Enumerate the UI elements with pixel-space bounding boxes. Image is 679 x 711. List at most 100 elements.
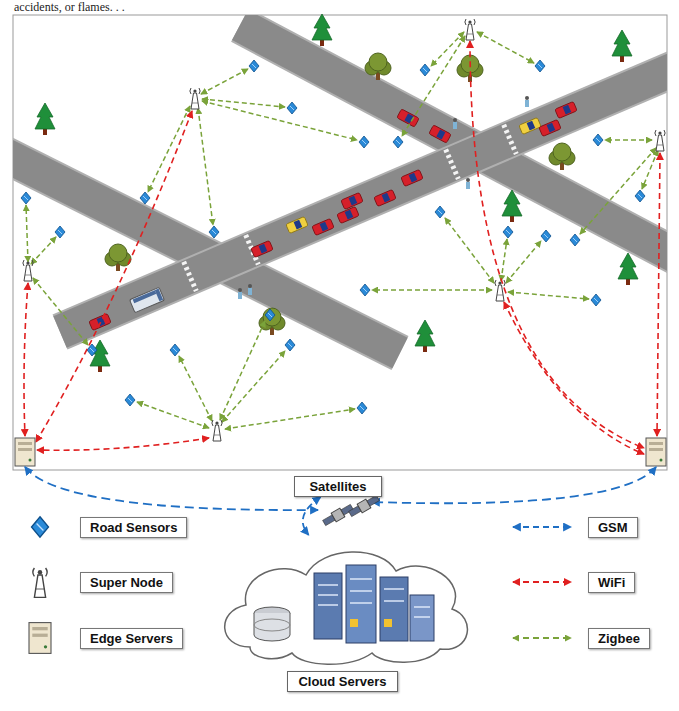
road-sensors-part — [359, 136, 369, 148]
vehicles-part — [374, 189, 396, 206]
roads — [13, 25, 667, 353]
legend-text: WiFi — [588, 572, 635, 593]
zigbee-links-part — [445, 218, 494, 283]
zigbee-links-part — [202, 99, 285, 107]
vehicles-part — [539, 119, 561, 136]
cloud-servers-part-part — [346, 565, 376, 643]
cloud-servers-part-part — [410, 595, 434, 641]
cloud-servers-part-part — [380, 577, 408, 641]
super-nodes-part — [655, 130, 665, 151]
zigbee-links-part — [580, 148, 656, 234]
zigbee-links-part — [605, 139, 652, 141]
zigbee-links-part — [508, 292, 589, 299]
trees-part — [365, 53, 391, 80]
cloud-servers-part-part — [350, 619, 358, 627]
wifi-links-part — [37, 438, 209, 450]
gsm-links-part — [25, 467, 318, 510]
zigbee-links-part — [431, 32, 464, 66]
cloud-servers-part-part — [254, 613, 290, 641]
vehicles-part — [251, 240, 273, 257]
zigbee-links — [26, 32, 658, 429]
cloud-label: Cloud Servers — [287, 671, 397, 692]
legend-text: Super Node — [80, 572, 173, 593]
zigbee-links-part — [198, 108, 213, 225]
zigbee-links-part — [372, 289, 492, 291]
legend-icon — [33, 568, 47, 597]
legend-text: Edge Servers — [80, 628, 183, 649]
road-sensors-part — [635, 190, 645, 202]
cloud-servers-part-part — [225, 552, 468, 664]
legend-text: GSM — [588, 517, 638, 538]
text-fragment: accidents, or flames. . . — [14, 1, 125, 14]
zigbee-links-part — [26, 205, 28, 262]
satellite-icons-part — [348, 494, 381, 519]
road-sensors-part — [21, 192, 31, 204]
legend-line — [513, 526, 571, 528]
road-sensors-part — [360, 284, 370, 296]
super-nodes — [23, 19, 665, 441]
road-sensors-part — [420, 64, 430, 76]
edge-servers — [15, 438, 666, 466]
zigbee-links-part — [222, 351, 285, 422]
road-sensors-part — [570, 234, 580, 246]
vehicles-part — [401, 169, 423, 186]
road-sensors-part — [591, 294, 601, 306]
road-sensors-part — [435, 206, 445, 218]
box-text: Satellites — [309, 478, 366, 495]
roads-part — [60, 58, 667, 332]
legend-line — [513, 581, 571, 583]
road-sensors-part — [535, 60, 545, 72]
crosswalks-part — [446, 150, 459, 179]
vehicles-part — [429, 125, 451, 143]
zigbee-links-part — [501, 239, 507, 281]
road-sensors-part — [87, 344, 97, 356]
wifi-links-part — [24, 283, 28, 436]
cloud-servers-part-part — [318, 579, 430, 617]
cloud-servers: Cloud Servers — [210, 535, 475, 693]
road-sensors-part — [125, 394, 135, 406]
gsm-links — [25, 467, 656, 510]
legend-sample — [5, 562, 75, 602]
vehicles-part — [286, 216, 308, 233]
vehicles — [89, 101, 577, 330]
roads-part — [60, 58, 667, 332]
super-nodes-part — [465, 19, 475, 40]
zigbee-links-part — [148, 106, 190, 192]
trees-part — [502, 190, 522, 222]
wifi-links — [24, 41, 660, 454]
road-sensors-part — [285, 339, 295, 351]
crosswalks-part — [504, 125, 517, 154]
vehicles-part — [397, 109, 419, 127]
legend-icon — [29, 623, 51, 654]
trees-part — [549, 143, 575, 170]
road-sensors-part — [393, 136, 403, 148]
road-sensors-part — [209, 226, 219, 238]
zigbee-links-part — [477, 32, 534, 63]
zigbee-links-part — [402, 36, 465, 136]
gsm-connector — [303, 497, 321, 535]
wifi-links-part — [657, 153, 660, 436]
super-nodes-part — [495, 280, 505, 301]
legend-sample — [507, 562, 577, 602]
vehicles-part — [312, 218, 334, 235]
pedestrians — [238, 96, 529, 299]
pedestrians-part — [248, 284, 252, 295]
zigbee-links-part — [506, 241, 541, 283]
zigbee-links-part — [201, 69, 248, 94]
super-nodes-part — [212, 420, 222, 441]
legend-text: Zigbee — [588, 628, 650, 649]
trees-part — [612, 30, 632, 62]
road-sensors-part — [593, 134, 603, 146]
zigbee-links-part — [31, 237, 56, 264]
zigbee-links-part — [202, 101, 357, 140]
road-sensors-part — [287, 102, 297, 114]
pedestrians-part — [466, 178, 470, 189]
road-sensors-part — [503, 226, 513, 238]
legend-sample — [5, 507, 75, 547]
vehicles-part — [130, 287, 165, 312]
super-nodes-part — [190, 88, 200, 109]
vehicles-part — [555, 101, 577, 118]
trees-part — [457, 55, 483, 82]
